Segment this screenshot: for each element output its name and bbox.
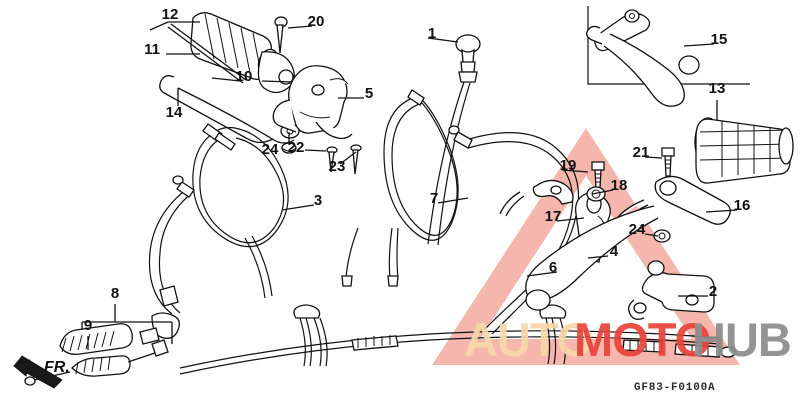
callout-number-5: 5 — [365, 85, 373, 102]
fr-label: FR. — [44, 359, 70, 376]
screw-long-part — [350, 144, 362, 175]
callout-number-19: 19 — [560, 157, 577, 174]
callout-number-24: 24 — [629, 221, 646, 238]
lever-detail-inset-box — [586, 6, 750, 107]
throttle-cable-loop-part — [192, 123, 289, 299]
clutch-cable-bracket-part — [628, 260, 715, 320]
callout-number-6: 6 — [549, 259, 557, 276]
diagram-linework — [24, 6, 794, 386]
left-cable-assembly-part — [24, 175, 195, 386]
callout-leaders — [81, 21, 738, 350]
choke-cable-part — [341, 34, 481, 287]
nut-right-part — [653, 229, 671, 243]
bolt-flange-part — [586, 186, 606, 202]
throttle-housing-part — [272, 65, 353, 140]
bottom-cable-run — [179, 304, 736, 375]
bolt-upper-part — [591, 161, 605, 189]
callout-number-15: 15 — [711, 31, 728, 48]
callout-number-1: 1 — [428, 25, 436, 42]
bolt-right-part — [661, 147, 675, 177]
callout-number-22: 22 — [288, 139, 305, 156]
callout-number-12: 12 — [162, 6, 179, 23]
callout-number-layer: 1234567891011121314151617181920212223242… — [84, 6, 751, 334]
callout-number-20: 20 — [308, 13, 325, 30]
cable-spring-boot — [59, 323, 133, 355]
throttle-pipe-part — [167, 23, 247, 84]
callout-number-23: 23 — [329, 158, 346, 175]
right-lever-assembly-part — [525, 175, 731, 311]
watermark-moto: MOTO — [574, 313, 710, 366]
callout-number-7: 7 — [430, 190, 438, 207]
screw-pan-part — [326, 146, 338, 173]
callout-number-8: 8 — [111, 285, 119, 302]
callout-number-18: 18 — [611, 177, 628, 194]
callout-number-16: 16 — [734, 197, 751, 214]
callout-number-14: 14 — [166, 104, 183, 121]
callout-number-9: 9 — [84, 317, 92, 334]
part-number-label: GF83-F0100A — [634, 382, 715, 394]
callout-number-2: 2 — [709, 283, 717, 300]
callout-number-10: 10 — [236, 68, 253, 85]
callout-number-24: 24 — [262, 141, 279, 158]
callout-number-21: 21 — [633, 144, 650, 161]
cable-guide-arm-part — [499, 179, 574, 217]
watermark-auto: AUTO — [464, 313, 592, 366]
watermark-triangle-icon — [432, 128, 740, 365]
throttle-grip-part — [190, 12, 295, 94]
orientation-marker: FR. — [13, 355, 70, 389]
callout-number-17: 17 — [545, 208, 562, 225]
right-grip-part — [694, 117, 794, 184]
adjuster-screw-part — [274, 16, 288, 54]
callout-number-4: 4 — [610, 243, 619, 260]
watermark-hub: HUB — [692, 313, 791, 366]
callout-number-13: 13 — [709, 80, 726, 97]
callout-number-3: 3 — [314, 192, 322, 209]
watermark-brand-text: AUTO MOTO HUB — [464, 313, 792, 366]
callout-number-11: 11 — [144, 41, 160, 58]
